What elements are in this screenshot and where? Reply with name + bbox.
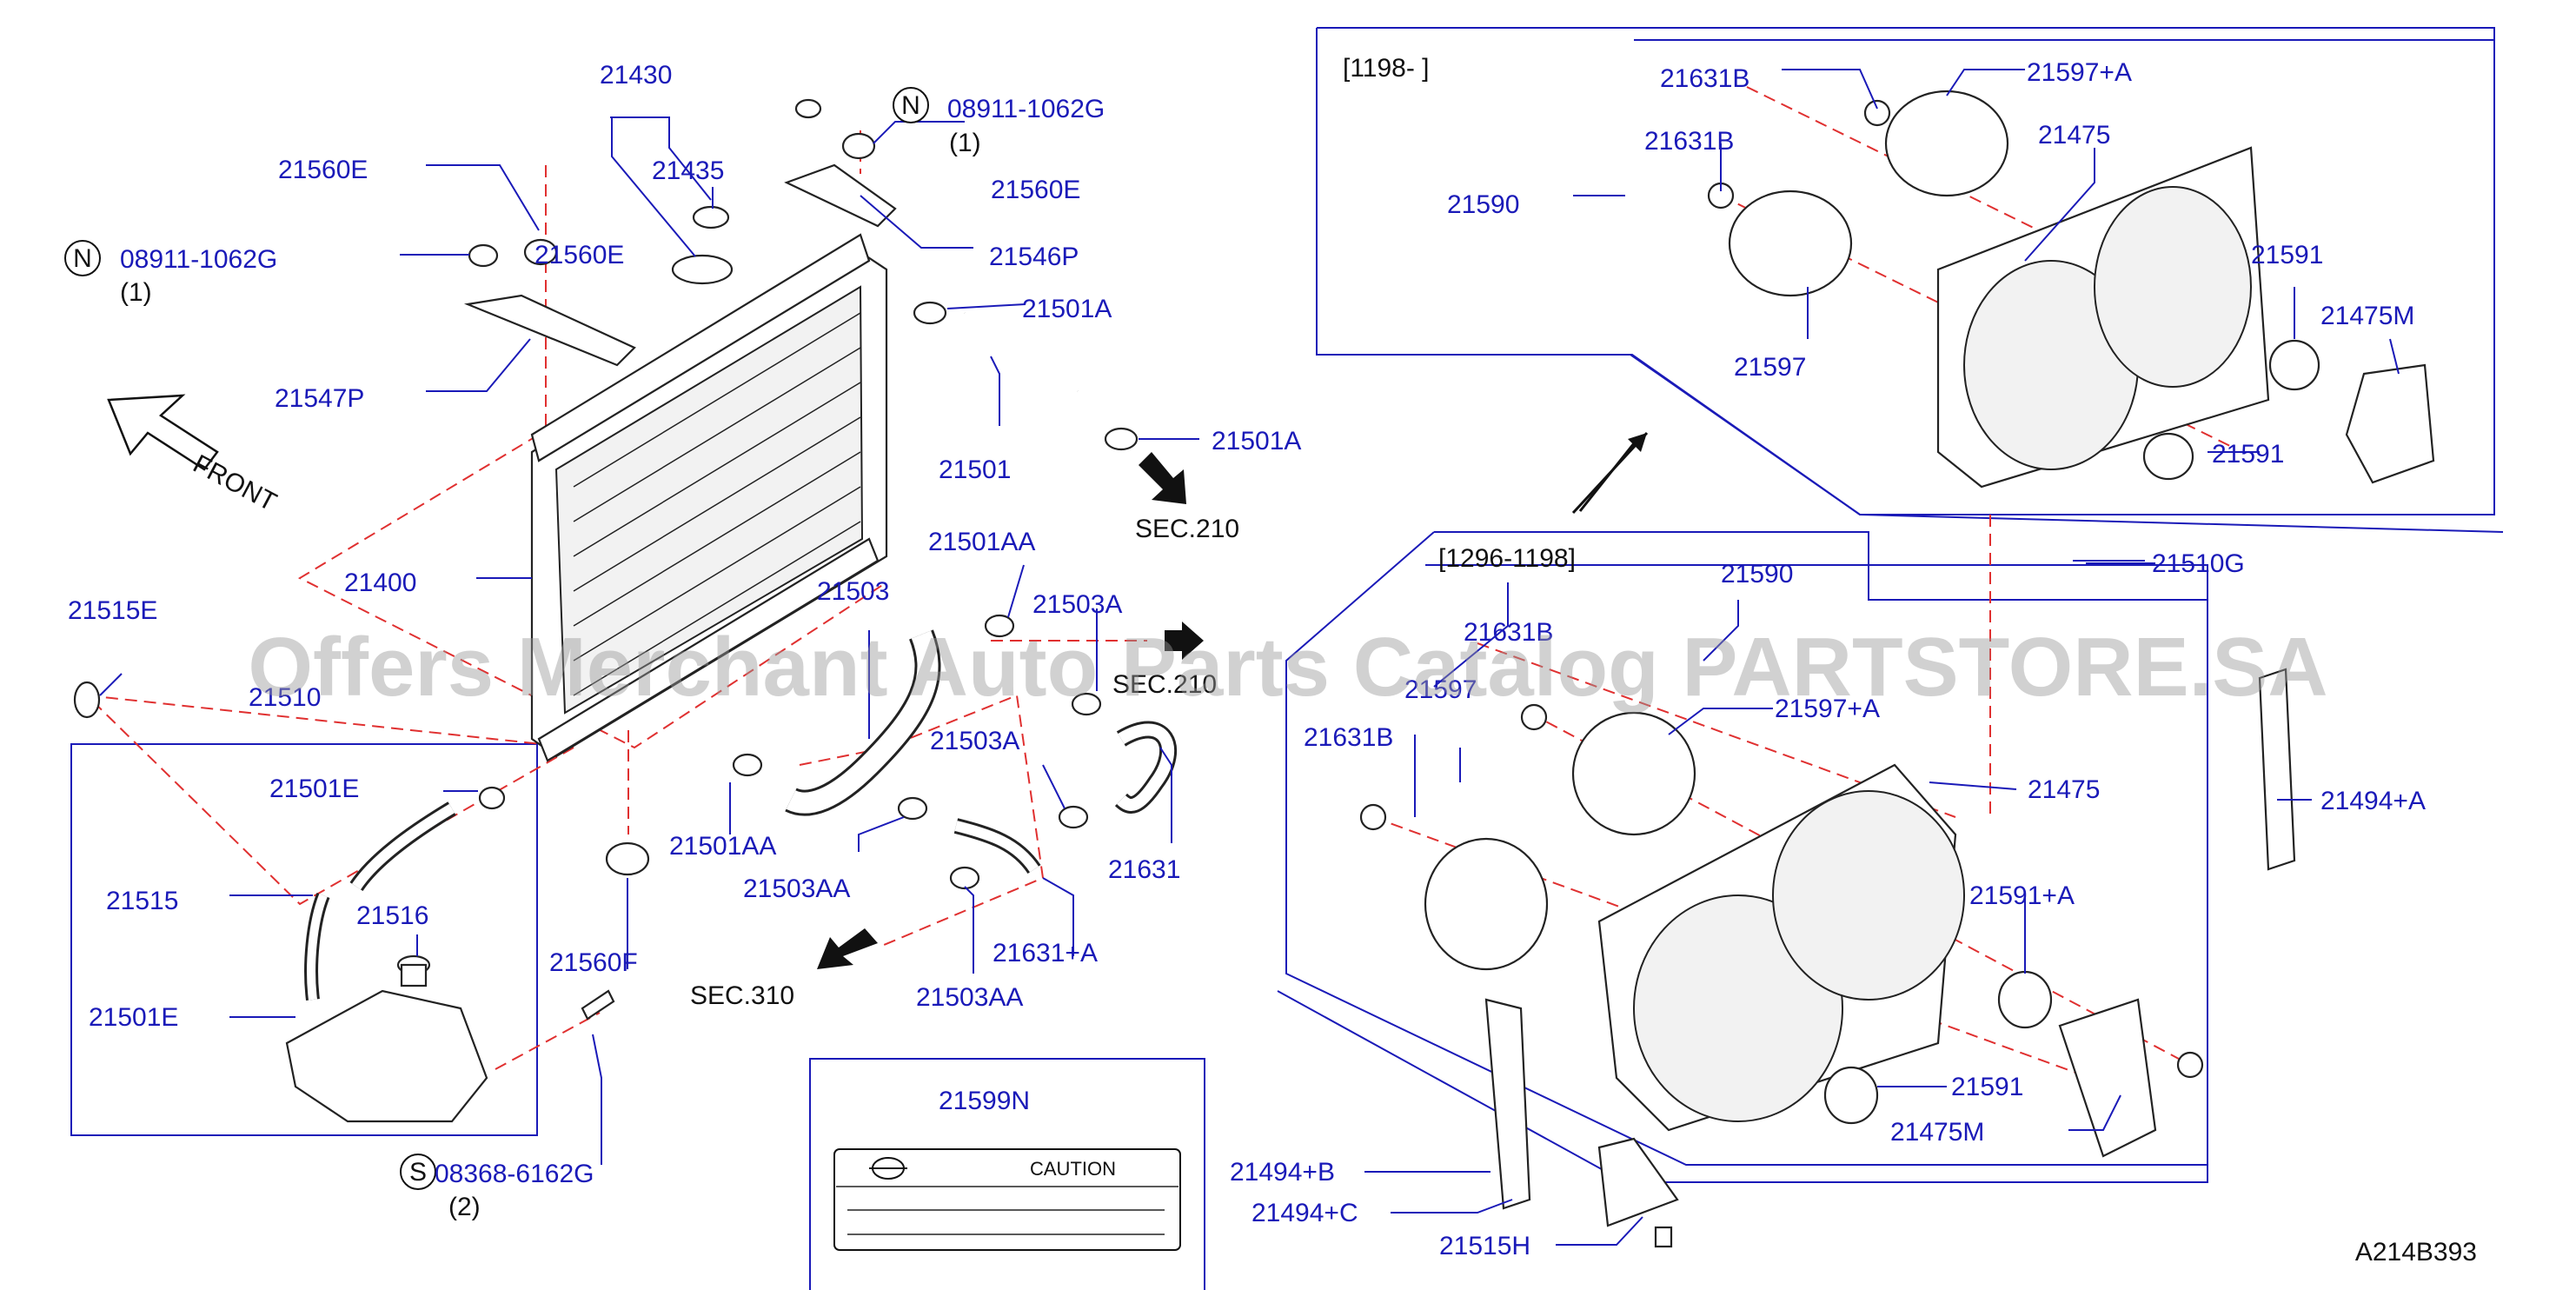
part-number-21631b: 21631B <box>1660 64 1749 93</box>
caution-text: CAUTION <box>1030 1158 1116 1180</box>
part-number-21591: 21591 <box>2212 440 2284 469</box>
part-number-21501aa: 21501AA <box>928 528 1035 556</box>
part-number-21597-a: 21597+A <box>2027 58 2132 87</box>
part-number-08911-1062g: 08911-1062G <box>120 245 277 274</box>
part-number-21590: 21590 <box>1721 560 1793 588</box>
lower-fan-assembly <box>1359 668 2296 1248</box>
part-number-21501a: 21501A <box>1022 295 1112 323</box>
part-number-21631b: 21631B <box>1464 618 1553 647</box>
part-number-21547p: 21547P <box>275 384 364 413</box>
front-label: FRONT <box>189 449 282 517</box>
part-number-21501e: 21501E <box>269 775 359 803</box>
part-number-21475m: 21475M <box>2320 302 2414 330</box>
circle-code-s: S <box>409 1158 427 1187</box>
part-number-21631b: 21631B <box>1644 127 1734 156</box>
part-number-21597: 21597 <box>1734 353 1806 382</box>
part-number-21475m: 21475M <box>1890 1118 1984 1147</box>
part-number-21503aa: 21503AA <box>743 874 850 903</box>
part-number-21475: 21475 <box>2028 775 2100 804</box>
part-number-21501aa: 21501AA <box>669 832 776 861</box>
part-number-21501a: 21501A <box>1212 427 1301 455</box>
section-reference: SEC.210 <box>1112 670 1217 699</box>
part-number-21515: 21515 <box>106 887 178 915</box>
part-number-21631: 21631 <box>1108 855 1180 884</box>
part-number-21631-a: 21631+A <box>993 939 1098 968</box>
part-number-21599n: 21599N <box>939 1087 1030 1115</box>
reservoir-tank <box>285 954 488 1123</box>
caution-label: CAUTION <box>833 1148 1181 1251</box>
part-number-21515e: 21515E <box>68 596 157 625</box>
leader-lines <box>99 69 2400 1246</box>
radiator-drawing <box>530 233 888 762</box>
quantity-note: (2) <box>448 1193 481 1221</box>
circle-code-n: N <box>73 244 92 273</box>
part-number-21597-a: 21597+A <box>1775 695 1880 723</box>
part-number-21430: 21430 <box>600 61 672 90</box>
part-number-21546p: 21546P <box>989 243 1079 271</box>
part-number-21475: 21475 <box>2038 121 2110 150</box>
watermark: Offers Merchant Auto Parts Catalog PARTS… <box>248 621 2327 714</box>
part-number-21510g: 21510G <box>2152 549 2245 578</box>
part-number-21591: 21591 <box>1951 1073 2023 1101</box>
part-number-21560e: 21560E <box>534 241 624 269</box>
upper-section-range: [1198- ] <box>1343 54 1430 83</box>
part-number-21435: 21435 <box>652 156 724 185</box>
part-number-21591: 21591 <box>2251 241 2323 269</box>
circle-codes <box>64 87 929 1190</box>
part-number-21516: 21516 <box>356 901 428 930</box>
part-number-21494-a: 21494+A <box>2320 787 2426 815</box>
part-number-21503a: 21503A <box>930 727 1019 755</box>
circle-code-n: N <box>901 91 920 120</box>
quantity-note: (1) <box>120 278 152 307</box>
part-number-21597: 21597 <box>1404 675 1477 704</box>
cap-and-mounts <box>463 98 897 1021</box>
part-number-21590: 21590 <box>1447 190 1519 219</box>
part-number-21501: 21501 <box>939 455 1011 484</box>
part-number-21494-c: 21494+C <box>1251 1199 1358 1227</box>
quantity-note: (1) <box>949 129 981 157</box>
assembly-guidelines <box>86 86 2261 1096</box>
hoses-drawing <box>304 308 1178 1001</box>
part-number-21510: 21510 <box>249 683 321 712</box>
section-reference: SEC.310 <box>690 981 794 1010</box>
part-number-21400: 21400 <box>344 569 416 597</box>
part-number-08911-1062g: 08911-1062G <box>947 95 1105 123</box>
part-number-21560e: 21560E <box>278 156 368 184</box>
part-number-08368-6162g: 08368-6162G <box>435 1160 594 1188</box>
part-number-21591-a: 21591+A <box>1969 881 2075 910</box>
part-number-21503: 21503 <box>817 577 889 606</box>
section-arrows <box>817 431 1649 969</box>
part-number-21515h: 21515H <box>1439 1232 1530 1260</box>
clamps <box>73 301 1139 890</box>
label-layer: 21430 21435 21560E 08911-1062G 21560E 21546P 2… <box>68 54 2477 1267</box>
part-number-21494-b: 21494+B <box>1230 1158 1335 1187</box>
lower-section-range: [1296-1198] <box>1438 544 1576 573</box>
part-number-21560f: 21560F <box>549 948 638 977</box>
front-arrow-icon <box>107 394 219 471</box>
diagram-code: A214B393 <box>2355 1238 2477 1267</box>
section-reference: SEC.210 <box>1135 515 1239 543</box>
part-number-21631b: 21631B <box>1304 723 1393 752</box>
part-number-21503aa: 21503AA <box>916 983 1023 1012</box>
upper-fan-assembly <box>1707 90 2435 489</box>
part-number-21501e: 21501E <box>89 1003 178 1032</box>
part-number-21503a: 21503A <box>1032 590 1122 619</box>
part-number-21560e: 21560E <box>991 176 1080 204</box>
